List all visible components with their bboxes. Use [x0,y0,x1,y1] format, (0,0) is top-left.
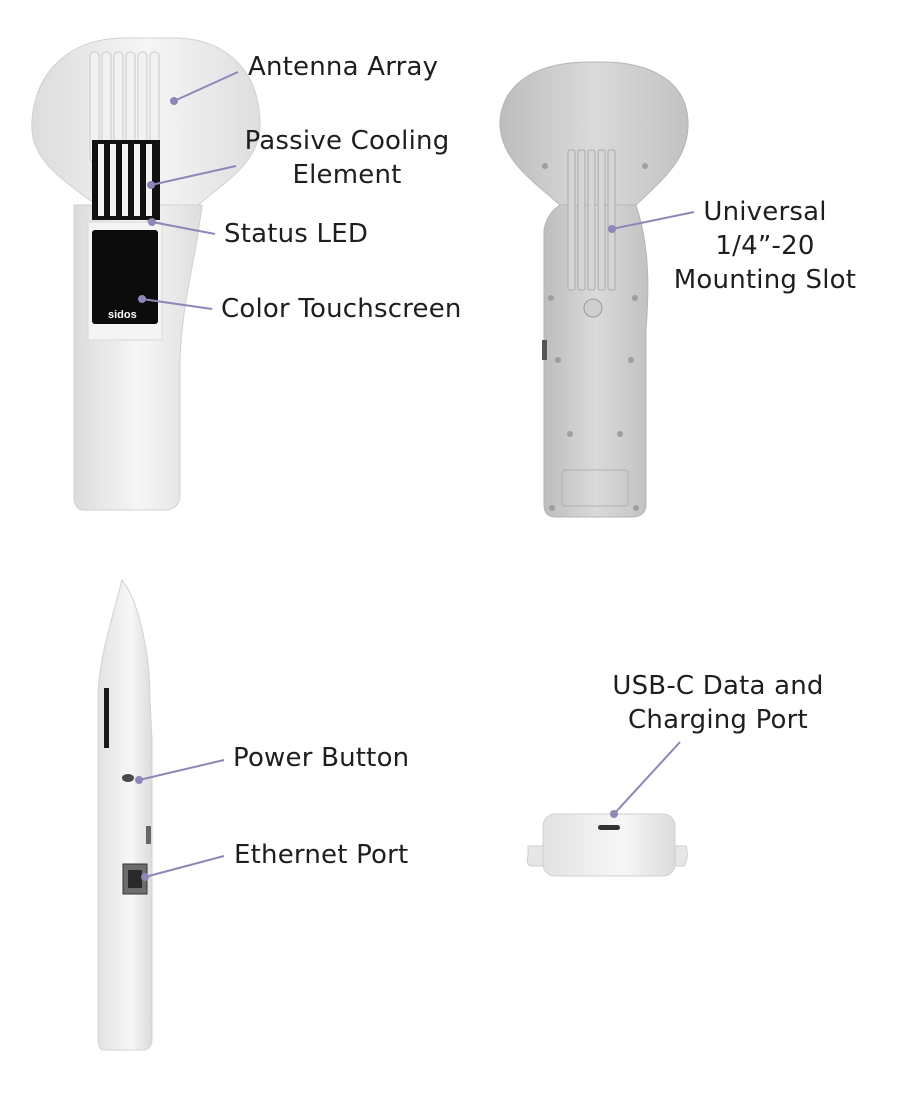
mounting-screw [583,298,603,318]
back-screws [542,163,648,511]
back-paddle [499,61,689,206]
label-color-touchscreen: Color Touchscreen [221,294,462,324]
back-label-panel [561,469,629,507]
mounting-slot-vents [567,149,616,291]
label-ethernet-port: Ethernet Port [234,840,409,870]
bottom-view-device [526,813,688,877]
side-body [97,578,153,1051]
label-power-button: Power Button [233,743,410,773]
callout-lines [135,71,695,881]
label-usb-c-port: USB-C Data and Charging Port [612,671,824,735]
label-antenna-array: Antenna Array [248,52,439,82]
power-button [122,774,134,782]
front-view-device: sidos [31,37,261,511]
label-status-led: Status LED [224,219,369,249]
usb-c-port [598,825,620,830]
label-passive-cooling: Passive Cooling Element [244,126,450,190]
label-mounting-slot: Universal 1/4”-20 Mounting Slot [673,197,857,295]
brand-logo: sidos [108,309,137,321]
bottom-body [542,813,676,877]
side-view-device [97,578,153,1051]
back-view-device [499,61,689,518]
